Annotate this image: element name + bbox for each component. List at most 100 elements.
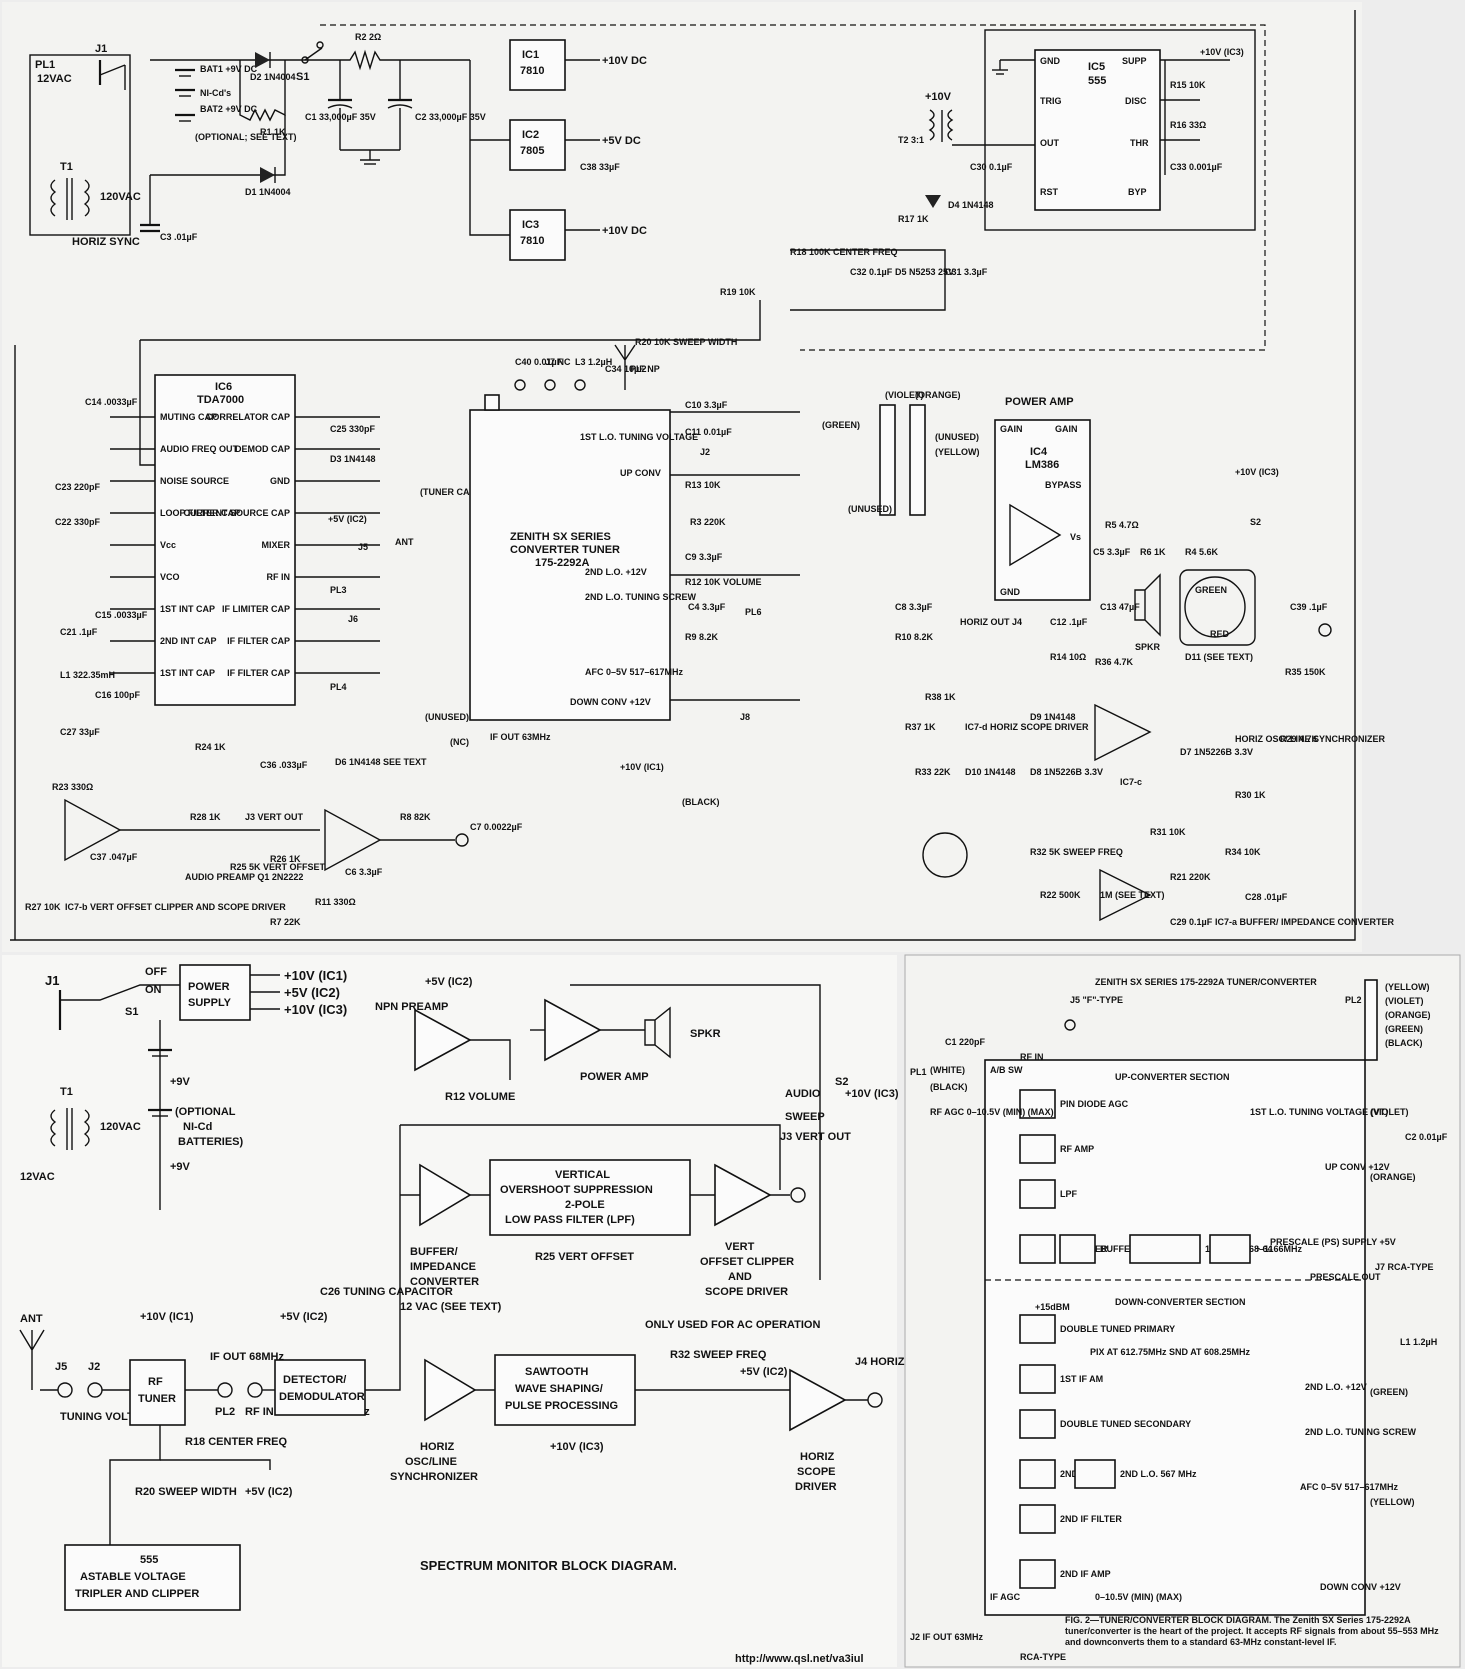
- c13-label: C13 47µF: [1100, 602, 1140, 612]
- bd-detector-2: DEMODULATOR: [279, 1391, 365, 1403]
- tuner-pin-downconv: DOWN CONV +12V: [570, 697, 651, 707]
- ic6-left-pin-6: VCO: [160, 572, 180, 582]
- r13-label: HORIZ OUT J4: [960, 617, 1022, 627]
- d1-label: D1 1N4004: [245, 187, 291, 197]
- ic4-pin-gnd: GND: [1000, 587, 1021, 597]
- footer-url: http://www.qsl.net/va3iul: [735, 1653, 864, 1665]
- td-yellow: (YELLOW): [1370, 1497, 1415, 1507]
- tuner-pin-lo1: 1ST L.O. TUNING VOLTAGE: [580, 432, 698, 442]
- pl6-unused: (GREEN): [822, 420, 860, 430]
- td-pl2-orange: (ORANGE): [1385, 1010, 1431, 1020]
- bd-npn-preamp: NPN PREAMP: [375, 1001, 448, 1013]
- td-orange: (ORANGE): [1370, 1172, 1416, 1182]
- td-block-10: [1019, 1409, 1056, 1439]
- antenna-icon: [19, 1329, 45, 1390]
- r15-label: R15 10K: [1170, 80, 1206, 90]
- td-block-label-6: 1ST L.O. 668–1166MHz: [1205, 1244, 1303, 1254]
- bd-sawtooth-1: SAWTOOTH: [525, 1366, 588, 1378]
- c40-label: J2: [700, 447, 710, 457]
- r4-label: R4 5.6K: [1185, 547, 1219, 557]
- ic2-ref: IC2: [522, 129, 539, 141]
- ic5-part: 555: [1088, 75, 1106, 87]
- bd-r25: R25 VERT OFFSET: [535, 1251, 634, 1263]
- r1-label: R1 1K: [260, 127, 286, 137]
- ic1-ref: IC1: [522, 49, 539, 61]
- ic7b-label: C6 3.3µF: [345, 867, 383, 877]
- r2-label: R2 2Ω: [355, 32, 381, 42]
- r12-label: R37 1K: [905, 722, 936, 732]
- bd-r18: R20 SWEEP WIDTH: [135, 1486, 237, 1498]
- ic5-vcc: +10V (IC3): [1200, 47, 1244, 57]
- j1-label: J1: [95, 43, 107, 55]
- c32-label: C32 0.1µF: [850, 267, 893, 277]
- td-ifagc: IF AGC: [990, 1592, 1021, 1602]
- r35-label: IC7-c: [1120, 777, 1142, 787]
- r38-label: R35 150K: [1285, 667, 1326, 677]
- d10-label: HORIZ OSC/ LINE SYNCHRONIZER: [1235, 734, 1386, 744]
- ic5-555-timer: IC5 555 GND SUPP TRIG DISC OUT THR RST B…: [984, 29, 1256, 231]
- tuner-pin-screw: 2ND L.O. TUNING SCREW: [585, 592, 697, 602]
- ic6-right-pin-2: DEMOD CAP: [235, 444, 290, 454]
- d5-label: D5 N5253 25V: [895, 267, 954, 277]
- td-j5: J5 "F"-TYPE: [1070, 995, 1123, 1005]
- rf-chain-blocks: ANT J5 J2 TUNING VOLTAGE RF TUNER +10V (…: [19, 1125, 931, 1545]
- bd-ant: ANT: [20, 1313, 43, 1325]
- td-block-4: [1019, 1234, 1056, 1264]
- c17-label: C14 .0033µF: [85, 397, 138, 407]
- r23-label: R28 1K: [190, 812, 221, 822]
- r27-label: D6 1N4148 SEE TEXT: [335, 757, 427, 767]
- j8-label: (ORANGE): [915, 390, 961, 400]
- bd-hdrv-1: HORIZ: [800, 1451, 835, 1463]
- td-block-5: [1059, 1234, 1096, 1264]
- ic5-pin-trig: TRIG: [1040, 96, 1062, 106]
- wire-violet: C11 0.01µF: [685, 427, 732, 437]
- bd-horiz-osc-2: OSC/LINE: [405, 1456, 457, 1468]
- ant-label: R20 10K SWEEP WIDTH: [635, 337, 737, 347]
- horiz-osc-triangle: [424, 1358, 477, 1422]
- td-block-label-2: RF AMP: [1060, 1144, 1094, 1154]
- r34-label: IC7-a BUFFER/ IMPEDANCE CONVERTER: [1215, 917, 1395, 927]
- bd-vertical-1: VERTICAL: [555, 1169, 610, 1181]
- r10-label: D10 1N4148: [965, 767, 1016, 777]
- td-rfagc: RF AGC 0–10.5V (MIN) (MAX): [930, 1107, 1054, 1117]
- td-prescale-supply: PRESCALE (PS) SUPPLY +5V: [1270, 1237, 1396, 1247]
- ic6-right-pin-3: GND: [270, 476, 291, 486]
- c9-label: R38 1K: [925, 692, 956, 702]
- bd-vclip-2: OFFSET CLIPPER: [700, 1256, 794, 1268]
- r30-label: R21 220K: [1170, 872, 1211, 882]
- optional-label: (OPTIONAL; SEE TEXT): [195, 132, 297, 142]
- bd-s2: S2: [835, 1076, 848, 1088]
- r22-label: C27 33µF: [60, 727, 100, 737]
- j4-label: C39 .1µF: [1290, 602, 1328, 612]
- ic6-ref: IC6: [215, 381, 232, 393]
- ic3-part: 7810: [520, 235, 544, 247]
- led-red: RED: [1210, 629, 1230, 639]
- 120vac-label: 120VAC: [100, 191, 141, 203]
- bd-sawtooth-3: PULSE PROCESSING: [505, 1400, 618, 1412]
- regulator-ic1: IC1 7810 +10V DC: [509, 39, 647, 91]
- td-block-label-12: 2ND L.O. 567 MHz: [1120, 1469, 1197, 1479]
- ic6-left-pin-2: AUDIO FREQ OUT: [160, 444, 239, 454]
- bd-vertical-2: OVERSHOOT SUPPRESSION: [500, 1184, 653, 1196]
- td-block-label-14: 2ND IF AMP: [1060, 1569, 1111, 1579]
- astable-tripler-block: 555 ASTABLE VOLTAGE TRIPLER AND CLIPPER: [64, 1544, 241, 1611]
- ic5-pin-byp: BYP: [1128, 187, 1147, 197]
- r28-label: R8 82K: [400, 812, 431, 822]
- td-lo2-12v: 2ND L.O. +12V: [1305, 1382, 1367, 1392]
- td-afc: AFC 0–5V 517–617MHz: [1300, 1482, 1399, 1492]
- c28-label: R27 10K: [25, 902, 61, 912]
- ic6-right-pin-1: CORRELATOR CAP: [206, 412, 290, 422]
- j8-nc: (UNUSED): [935, 432, 979, 442]
- td-violet: (VIOLET): [1370, 1107, 1409, 1117]
- td-c1: C1 220pF: [945, 1037, 986, 1047]
- c26-label: C15 .0033µF: [95, 610, 148, 620]
- vertical-lpf-block: [489, 1159, 691, 1236]
- bd-astable-1: 555: [140, 1554, 158, 1566]
- block-diagram-caption: SPECTRUM MONITOR BLOCK DIAGRAM.: [420, 1558, 677, 1573]
- tuner-case-ground: PL2: [630, 364, 647, 374]
- wire-green: C9 3.3µF: [685, 552, 723, 562]
- td-downconv-section: DOWN-CONVERTER SECTION: [1115, 1297, 1246, 1307]
- ic6-right-pin-7: IF LIMITER CAP: [222, 604, 290, 614]
- bd-s2-10v: +10V (IC3): [845, 1088, 899, 1100]
- j3-label: C7 0.0022µF: [470, 822, 523, 832]
